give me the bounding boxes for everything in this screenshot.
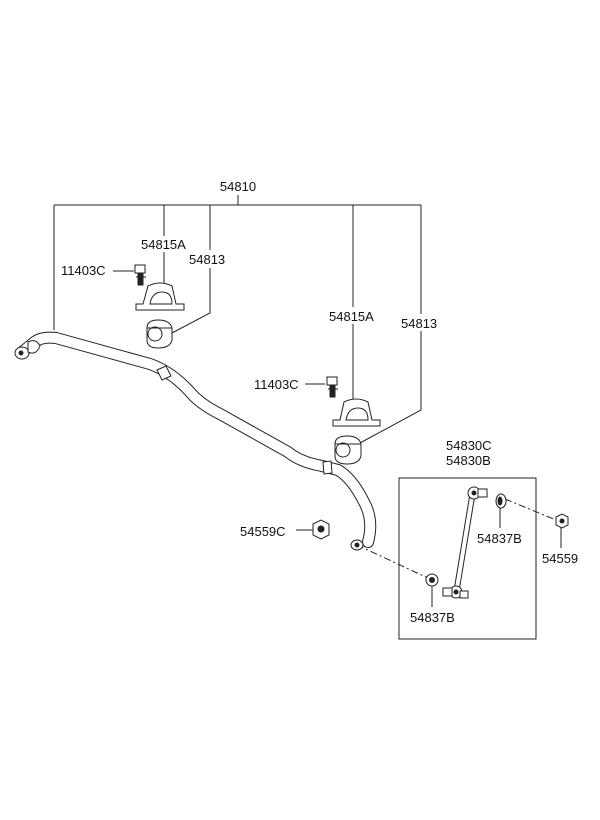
dust-cover-lower-icon xyxy=(425,573,439,587)
label-54837b-upper: 54837B xyxy=(477,531,522,546)
bushing-right-icon xyxy=(334,435,362,465)
link-assembly-box xyxy=(398,477,537,640)
bracket-left-icon xyxy=(135,282,185,311)
nut-54559-icon xyxy=(555,513,569,529)
dust-cover-upper-icon xyxy=(495,493,507,509)
label-54830b: 54830B xyxy=(446,453,491,468)
label-11403c-left: 11403C xyxy=(61,263,106,278)
leader-lines xyxy=(53,195,562,607)
stabilizer-bar xyxy=(14,331,377,551)
label-54813-left: 54813 xyxy=(189,252,225,267)
label-54815a-left: 54815A xyxy=(141,237,186,252)
label-54559: 54559 xyxy=(542,551,578,566)
bolt-left-icon xyxy=(134,264,146,286)
label-54810: 54810 xyxy=(220,179,256,194)
bushing-left-icon xyxy=(146,319,173,349)
bracket-right-icon xyxy=(332,398,381,427)
stabilizer-link-icon xyxy=(442,486,488,599)
bolt-right-icon xyxy=(326,376,338,398)
nut-54559c-icon xyxy=(312,519,330,540)
label-54830c: 54830C xyxy=(446,438,492,453)
label-54815a-right: 54815A xyxy=(329,309,374,324)
label-11403c-right: 11403C xyxy=(254,377,299,392)
label-54559c: 54559C xyxy=(240,524,286,539)
label-54813-right: 54813 xyxy=(401,316,437,331)
label-54837b-lower: 54837B xyxy=(410,610,455,625)
